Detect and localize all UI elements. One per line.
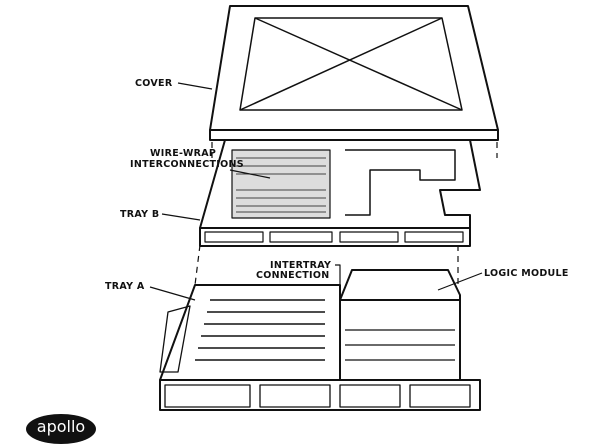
label-wire-wrap-1: WIRE-WRAP [150, 148, 217, 159]
apollo-logo: apollo [26, 414, 96, 444]
leader-lines [149, 82, 483, 301]
label-wire-wrap-2: INTERCONNECTIONS [130, 159, 244, 170]
label-tray-a: TRAY A [105, 281, 145, 292]
label-cover: COVER [135, 78, 173, 89]
label-tray-b: TRAY B [120, 209, 160, 220]
tray-a-part [159, 269, 481, 411]
label-intertray-2: CONNECTION [256, 270, 330, 281]
tray-b-part [199, 139, 481, 247]
label-logic-module: LOGIC MODULE [484, 268, 569, 279]
cover-part [209, 5, 499, 141]
label-intertray-1: INTERTRAY [270, 260, 332, 271]
